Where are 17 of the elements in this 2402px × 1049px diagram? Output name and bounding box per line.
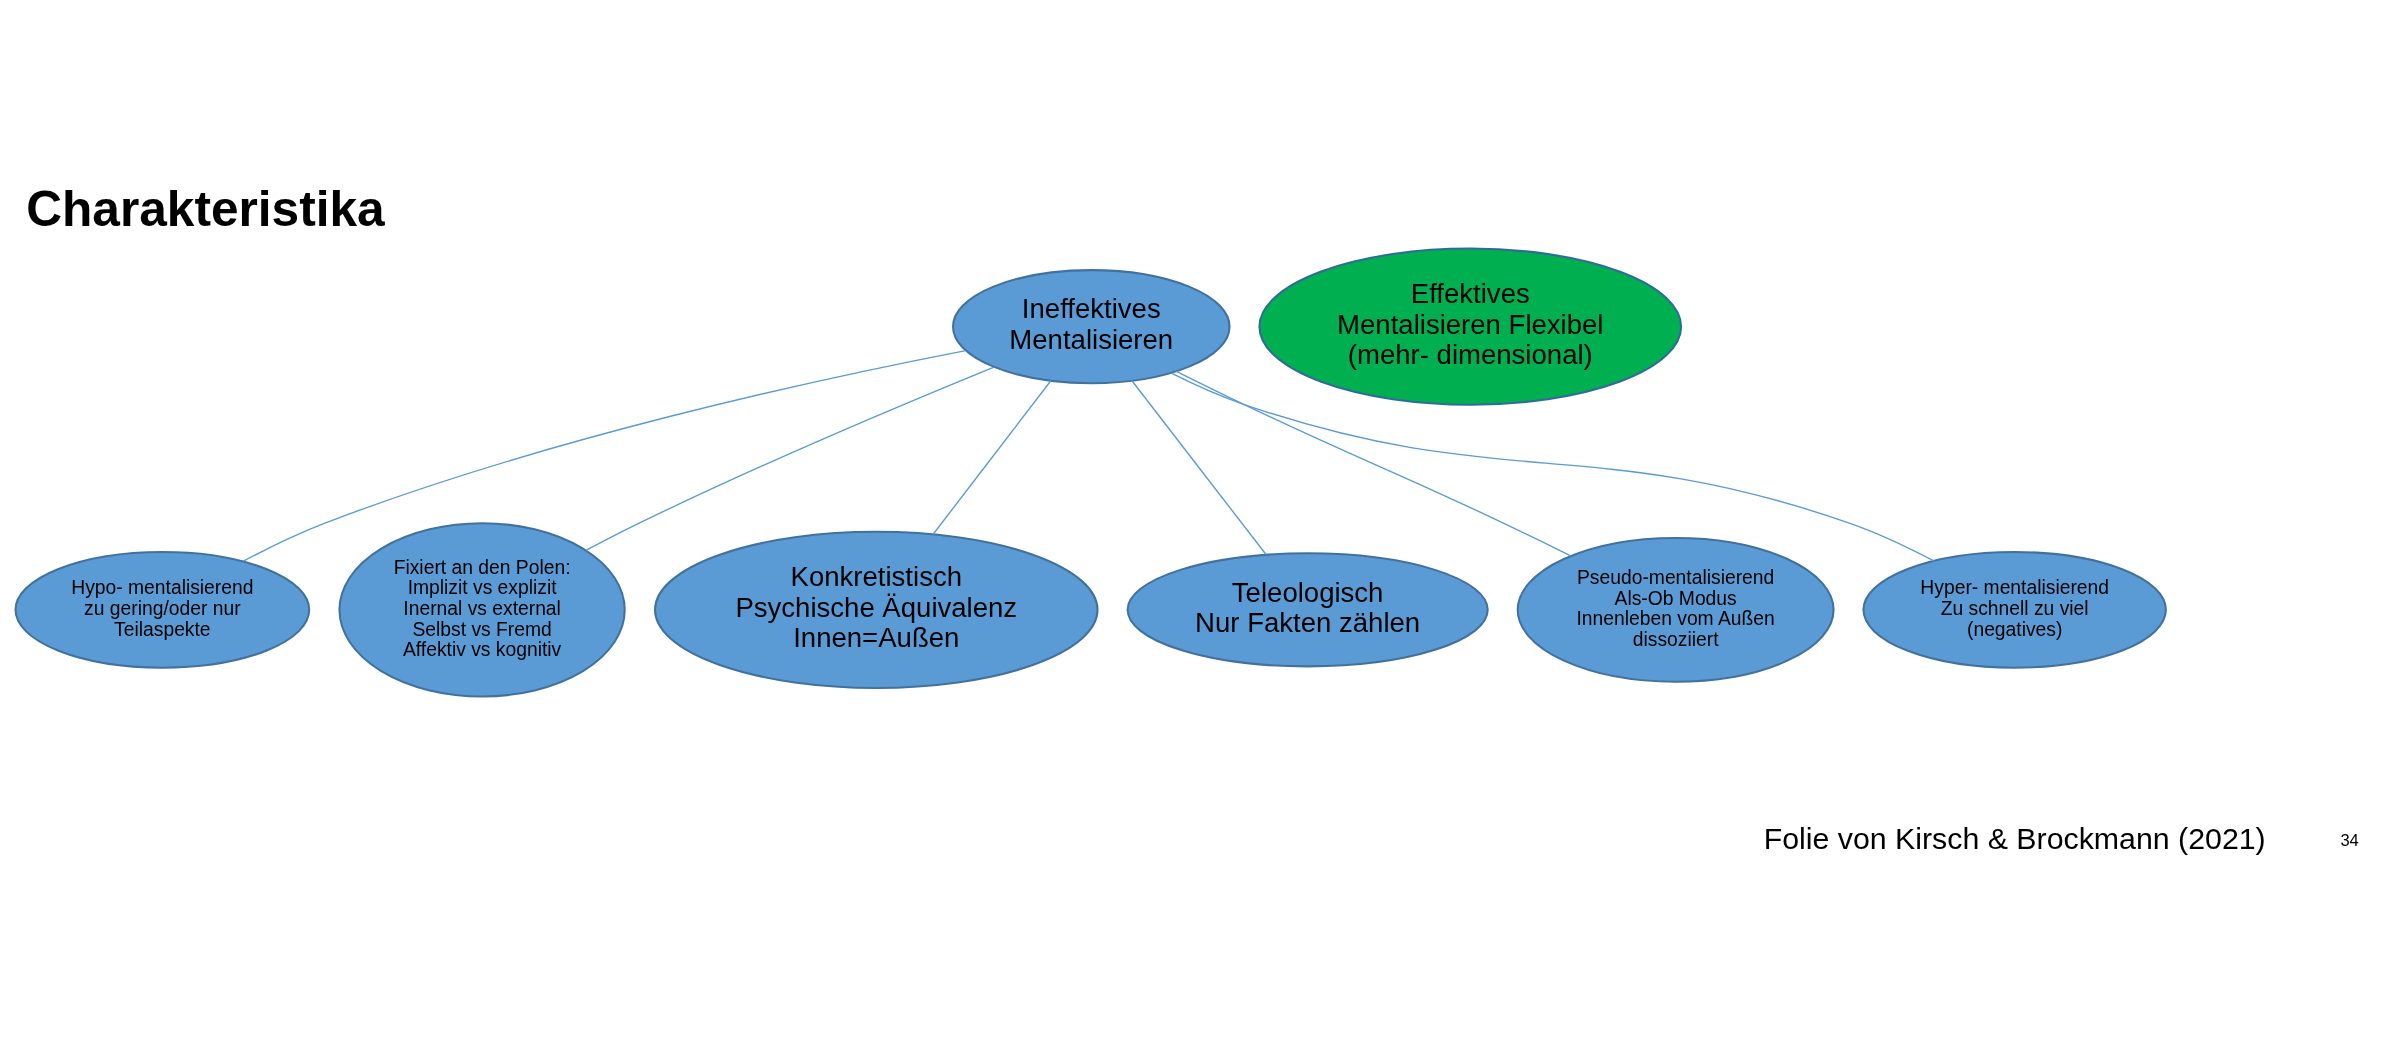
label: Folie von Kirsch & Brockmann (2021) (1763, 821, 2266, 855)
diagram-title: Charakteristika (26, 180, 385, 237)
node-ellipse: Hyper- mentalisierend Zu schnell zu viel (negatives) (1862, 550, 2167, 669)
connector (1175, 370, 1572, 556)
connector (932, 379, 1052, 535)
node-ellipse: Hypo- mentalisierend zu gering/oder nur Teilaspekte (14, 550, 311, 669)
connector (585, 365, 995, 551)
node-ellipse: Teleologisch Nur Fakten zählen (1126, 551, 1489, 667)
node-ellipse: Pseudo-mentalisierend Als-Ob Modus Innenleben vom Außen dissoziiert (1516, 536, 1835, 683)
connector (1131, 379, 1267, 555)
node-ellipse: Ineffektives Mentalisieren (951, 268, 1231, 384)
node-ellipse: Fixiert an den Polen: Implizit vs explizit Inernal vs external Selbst vs Fremd Affektiv vs kognitiv (338, 521, 626, 698)
connector (242, 349, 967, 562)
node-ellipse: Konkretistisch Psychische Äquivalenz Innen=Außen (654, 530, 1099, 689)
label: 34 (2340, 830, 2359, 850)
node-ellipse: Effektives Mentalisieren Flexibel (mehr- dimensional) (1258, 247, 1683, 406)
connector (1170, 371, 1935, 562)
